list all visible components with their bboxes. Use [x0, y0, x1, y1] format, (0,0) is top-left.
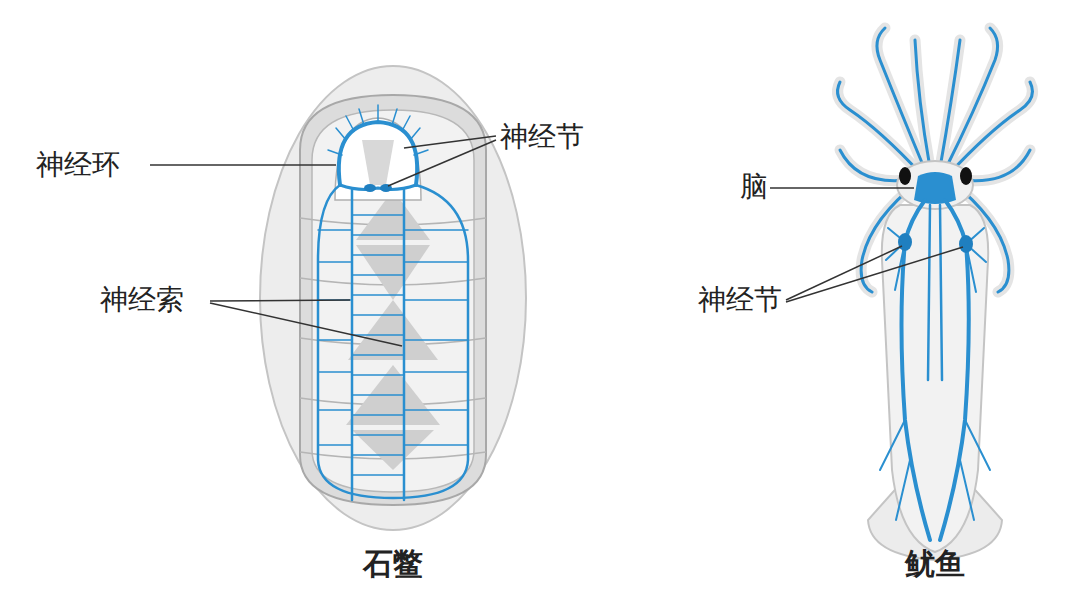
figure-caption: 石鳖: [363, 546, 423, 582]
part-label: 神经环: [36, 148, 120, 182]
part-label: 神经节: [698, 283, 782, 317]
part-label: 神经节: [500, 120, 584, 154]
part-label: 脑: [740, 170, 768, 204]
part-label: 神经索: [100, 283, 184, 317]
figure-caption: 鱿鱼: [905, 546, 965, 582]
